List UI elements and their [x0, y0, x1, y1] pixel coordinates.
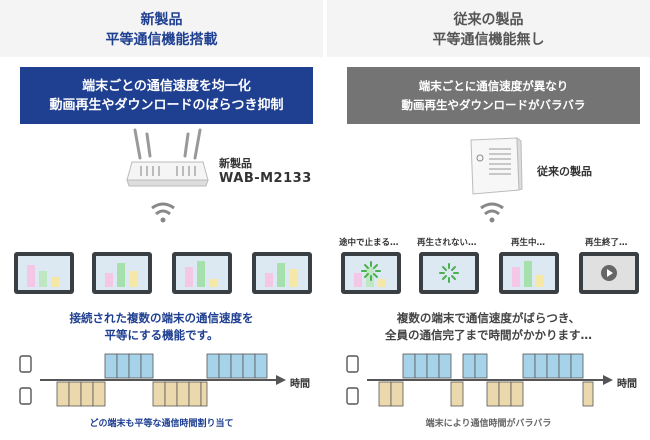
description-line-2: 全員の通信完了まで時間がかかります…	[385, 328, 592, 342]
new-product-header: 新製品 平等通信機能搭載	[0, 0, 323, 57]
old-product-footer: 端末により通信時間がバラバラ	[425, 419, 552, 429]
wifi-signal-icon	[151, 202, 175, 223]
description-line-1: 接続された複数の端末の通信速度を	[69, 311, 254, 325]
band-line-1: 端末ごとに通信速度が異なり	[418, 79, 569, 93]
tablet-3	[499, 252, 559, 294]
description-line-1: 複数の端末で通信速度がばらつき、	[396, 311, 581, 325]
old-product-description: 複数の端末で通信速度がばらつき、 全員の通信完了まで時間がかかります…	[327, 310, 650, 344]
play-icon	[601, 265, 617, 281]
loading-spinner-icon	[361, 261, 381, 281]
tablet-4	[252, 252, 312, 294]
old-product-column: 従来の製品 平等通信機能無し 端末ごとに通信速度が異なり 動画再生やダウンロード…	[327, 0, 650, 440]
tablet-1	[14, 252, 74, 294]
new-product-column: 新製品 平等通信機能搭載 端末ごとの通信速度を均一化 動画再生やダウンロードのば…	[0, 0, 323, 440]
new-product-description: 接続された複数の端末の通信速度を 平等にする機能です。	[0, 310, 323, 344]
tablet-caption-1: 途中で止まる…	[339, 238, 399, 248]
time-slot-diagram	[346, 353, 613, 407]
product-label-line-1: 新製品	[219, 157, 252, 170]
header-line-2: 平等通信機能無し	[432, 32, 545, 48]
tablet-caption-2: 再生されない…	[417, 238, 477, 248]
router-icon	[470, 136, 523, 195]
old-product-band: 端末ごとに通信速度が異なり 動画再生やダウンロードがバラバラ	[347, 67, 640, 124]
tablet-1	[341, 252, 401, 294]
new-product-band: 端末ごとの通信速度を均一化 動画再生やダウンロードのばらつき抑制	[20, 67, 313, 124]
band-line-2: 動画再生やダウンロードのばらつき抑制	[49, 98, 284, 113]
product-model: WAB-M2133	[219, 171, 312, 186]
loading-spinner-icon	[439, 263, 459, 283]
wifi-signal-icon	[480, 202, 504, 223]
header-line-1: 新製品	[140, 12, 183, 28]
old-product-header: 従来の製品 平等通信機能無し	[327, 0, 650, 57]
time-axis-label: 時間	[617, 379, 637, 390]
band-line-2: 動画再生やダウンロードがバラバラ	[401, 98, 586, 112]
time-slot-diagram	[19, 353, 286, 407]
tablet-caption-3: 再生中…	[511, 238, 546, 248]
header-line-1: 従来の製品	[453, 12, 524, 28]
tablet-caption-4: 再生終了…	[585, 238, 628, 248]
old-product-label: 従来の製品	[537, 165, 592, 178]
router-icon	[126, 128, 209, 187]
description-line-2: 平等にする機能です。	[104, 328, 219, 342]
tablet-2	[92, 252, 152, 294]
band-line-1: 端末ごとの通信速度を均一化	[82, 79, 251, 94]
new-product-footer: どの端末も平等な通信時間割り当て	[89, 419, 234, 429]
tablet-3	[172, 252, 232, 294]
tablet-2	[419, 252, 479, 294]
time-axis-label: 時間	[290, 379, 310, 390]
tablet-4	[579, 252, 639, 294]
new-product-label: 新製品 WAB-M2133	[219, 156, 312, 186]
header-line-2: 平等通信機能搭載	[105, 32, 218, 48]
